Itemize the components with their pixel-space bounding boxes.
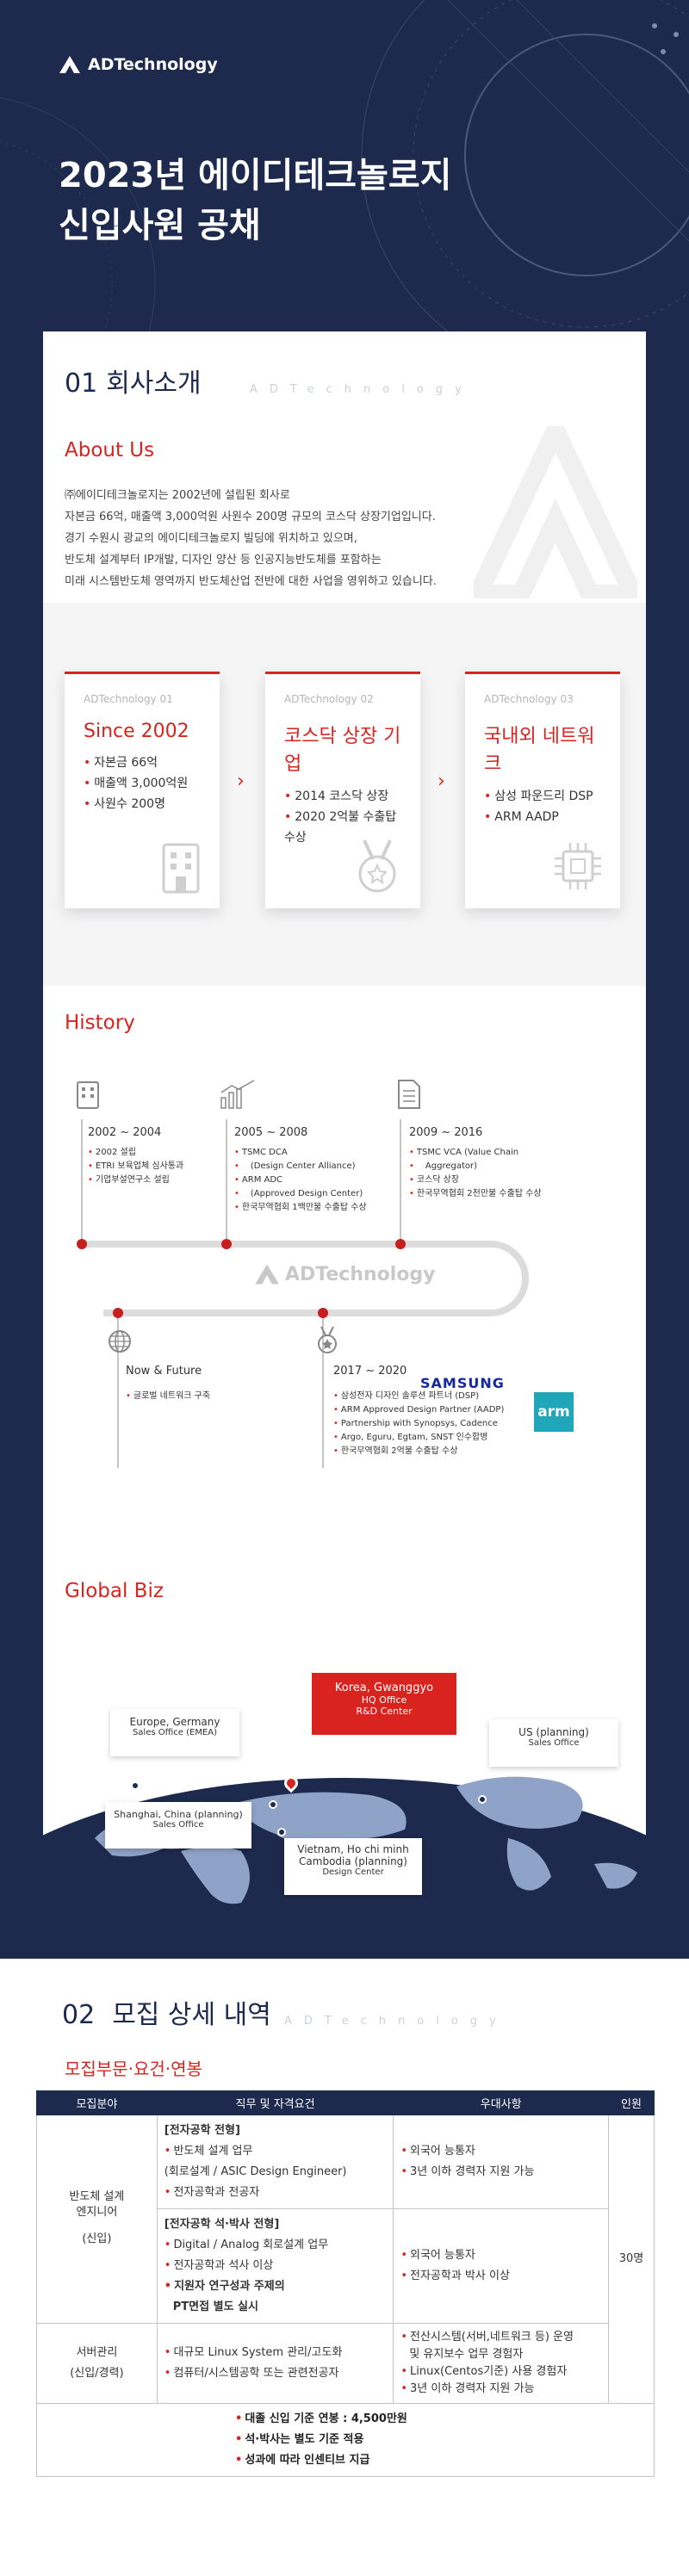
growth-chart-icon (220, 1080, 255, 1109)
timeline-track (81, 1119, 529, 1468)
table-row: [전자공학 석·박사 전형] Digital / Analog 회로설계 업무 … (37, 2208, 655, 2324)
office-label-europe: Europe, Germany Sales Office (EMEA) (110, 1709, 239, 1756)
history-period-2005: 2005 ~ 2008 TSMC DCA (Design Center Alli… (234, 1126, 367, 1215)
map-pin-icon (131, 1781, 140, 1790)
arm-logo: arm (534, 1392, 574, 1432)
map-pin-icon (277, 1828, 286, 1836)
requirement-cell: 대규모 Linux System 관리/고도화 컴퓨터/시스템공학 또는 관련전… (156, 2323, 394, 2404)
building-icon (162, 843, 200, 894)
logo-watermark-icon (474, 426, 637, 598)
office-label-us: US (planning) Sales Office (489, 1719, 618, 1767)
history-period-now: Now & Future 글로벌 네트워크 구축 (126, 1365, 210, 1403)
history-period-2017: 2017 ~ 2020 삼성전자 디자인 솔루션 파트너 (DSP) ARM A… (333, 1365, 504, 1458)
requirement-cell: [전자공학 석·박사 전형] Digital / Analog 회로설계 업무 … (156, 2208, 394, 2324)
logo-icon (59, 56, 80, 73)
card-kosdaq: ADTechnology 02 코스닥 상장 기업 2014 코스닥 상장 20… (265, 672, 420, 908)
salary-cell: 대졸 신입 기준 연봉 : 4,500만원 석·박사는 별도 기준 적용 성과에… (36, 2403, 655, 2477)
headcount-cell: 30명 (608, 2115, 655, 2404)
office-label-china: Shanghai, China (planning) Sales Office (105, 1802, 251, 1848)
document-icon (398, 1080, 420, 1109)
field-cell: 서버관리 (신입/경력) (36, 2323, 158, 2404)
global-title: Global Biz (65, 1580, 164, 1602)
about-title: About Us (65, 439, 155, 461)
medal-icon (318, 1326, 337, 1353)
history-title: History (65, 1012, 135, 1034)
card-network: ADTechnology 03 국내외 네트워크 삼성 파운드리 DSP ARM… (465, 672, 620, 908)
building-icon (77, 1081, 99, 1109)
company-logo: ADTechnology (59, 55, 218, 74)
preference-cell: 외국어 능통자 전자공학과 박사 이상 (393, 2208, 610, 2324)
timeline-dot (221, 1239, 232, 1249)
timeline-logo: ADTechnology (254, 1263, 436, 1285)
office-label-vietnam: Vietnam, Ho chi minh Cambodia (planning)… (284, 1838, 422, 1895)
global-section: Global Biz Europe, Germany Sales Office … (43, 1580, 646, 1907)
logo-icon (255, 1264, 279, 1285)
timeline-dot (395, 1239, 406, 1249)
office-label-korea: Korea, Gwanggyo HQ Office R&D Center (312, 1673, 456, 1735)
history-section: History ADTechnology 2002 ~ 2004 2002 설립… (43, 986, 646, 1580)
recruit-table: 모집분야 직무 및 자격요건 우대사항 인원 반도체 설계 엔지니어 (신입) … (36, 2090, 655, 2477)
chip-icon (555, 843, 601, 889)
requirement-cell: [전자공학 전형] 반도체 설계 업무 (회로설계 / ASIC Design … (156, 2115, 394, 2209)
history-period-2009: 2009 ~ 2016 TSMC VCA (Value Chain Aggreg… (409, 1126, 542, 1201)
samsung-logo: SAMSUNG (420, 1375, 505, 1391)
title-watermark: ADTechnology (250, 383, 474, 396)
hero-title: 2023년 에이디테크놀로지 신입사원 공채 (59, 156, 452, 245)
recruit-subtitle: 모집부문·요건·연봉 (65, 2059, 202, 2079)
timeline-dot (113, 1308, 123, 1318)
hero-banner: ADTechnology 2023년 에이디테크놀로지 신입사원 공채 (0, 0, 689, 336)
logo-text: ADTechnology (88, 55, 218, 74)
globe-icon (109, 1330, 131, 1353)
timeline-dot (318, 1308, 328, 1318)
table-header-row: 모집분야 직무 및 자격요건 우대사항 인원 (36, 2090, 655, 2115)
field-cell: 반도체 설계 엔지니어 (신입) (36, 2115, 158, 2324)
table-row: 대졸 신입 기준 연봉 : 4,500만원 석·박사는 별도 기준 적용 성과에… (36, 2403, 655, 2477)
chevron-icon: › (237, 771, 245, 792)
chevron-icon: › (438, 771, 445, 792)
preference-cell: 전산시스템(서버,네트워크 등) 운영 및 유지보수 업무 경험자 Linux(… (393, 2323, 610, 2404)
hero-decoration (0, 0, 689, 336)
map-pin-icon (478, 1795, 487, 1804)
history-period-2002: 2002 ~ 2004 2002 설립 ETRI 보육업체 심사통과 기업부설연… (88, 1126, 183, 1187)
preference-cell: 외국어 능통자 3년 이하 경력자 지원 가능 (393, 2115, 610, 2209)
about-paragraph: ㈜에이디테크놀로지는 2002년에 설립된 회사로 자본금 66억, 매출액 3… (65, 489, 437, 588)
table-row: 반도체 설계 엔지니어 (신입) [전자공학 전형] 반도체 설계 업무 (회로… (36, 2115, 655, 2404)
card-since-2002: ADTechnology 01 Since 2002 자본금 66억 매출액 3… (65, 672, 220, 908)
table-row: 서버관리 (신입/경력) 대규모 Linux System 관리/고도화 컴퓨터… (36, 2323, 655, 2404)
medal-icon (358, 839, 396, 893)
title-watermark: ADTechnology (284, 2015, 508, 2028)
timeline-dot (77, 1239, 87, 1249)
map-pin-icon (269, 1800, 277, 1809)
